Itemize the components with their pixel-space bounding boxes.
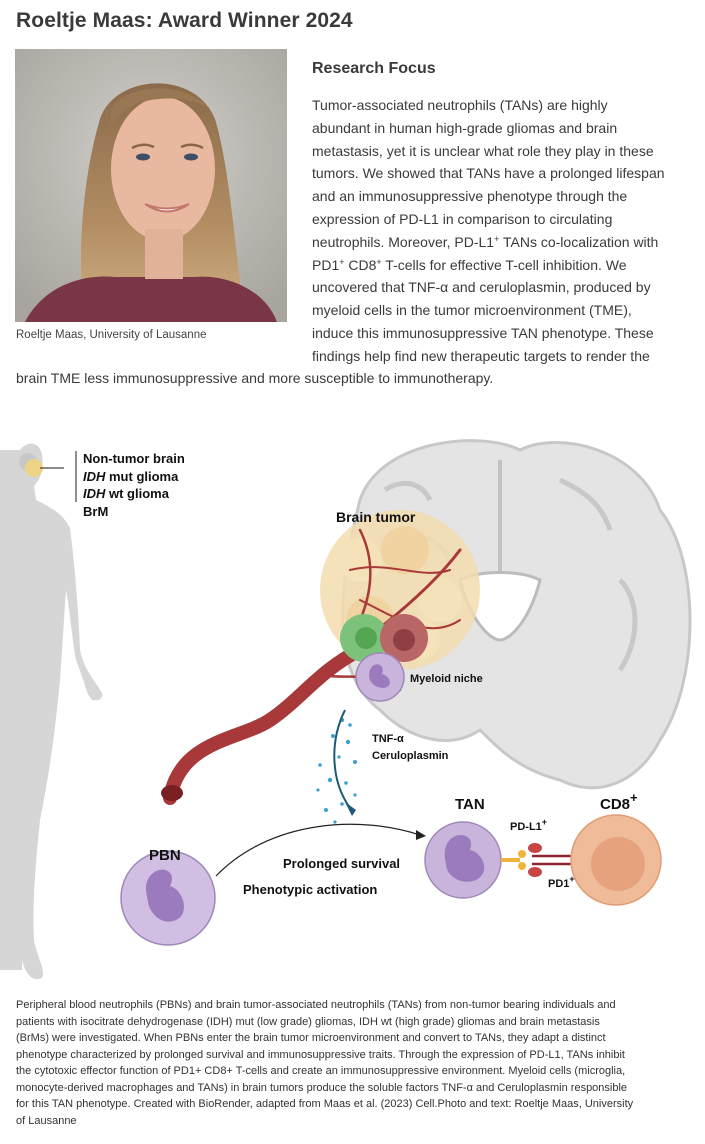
caption-line: phenotype characterized by prolonged sur… (16, 1048, 625, 1061)
legend-item: BrM (83, 503, 109, 519)
text-fragment: PD1 (312, 256, 340, 273)
label-pdl1: PD-L1+ (510, 818, 547, 834)
text-line: and an immunosuppressive phenotype throu… (312, 188, 628, 205)
superscript: + (376, 256, 382, 267)
text-line: PD1+ CD8+ T-cells for effective T-cell i… (312, 254, 697, 277)
legend-text: wt glioma (105, 486, 169, 501)
cd8-tcell (570, 814, 662, 906)
label-cd8: CD8+ (600, 791, 638, 813)
conversion-arrow (215, 823, 421, 877)
vessel-opening (161, 785, 183, 801)
pd1-receptor (528, 843, 575, 877)
legend-text: mut glioma (105, 468, 179, 484)
research-focus-text: Tumor-associated neutrophils (TANs) are … (312, 94, 697, 368)
figure-illustration (0, 439, 692, 980)
human-silhouette (0, 443, 103, 980)
text-line: neutrophils. Moreover, PD-L1+ TANs co-lo… (312, 231, 697, 254)
label-text: PD-L1 (510, 821, 542, 833)
superscript: + (494, 233, 500, 244)
label-prolonged-survival: Prolonged survival (283, 856, 401, 871)
caption-line: the cytotoxic effector function of PD1+ … (16, 1065, 626, 1077)
label-pbn: PBN (149, 847, 181, 864)
text-line: expression of PD-L1 in comparison to cir… (312, 210, 613, 227)
photo-caption: Roeltje Maas, University of Lausanne (16, 329, 207, 341)
text-fragment: CD8 (344, 256, 377, 273)
tan-cell (424, 821, 502, 899)
label-ceruloplasmin: Ceruloplasmin (372, 750, 449, 762)
secretion-arrow (333, 709, 351, 809)
label-text: PD1 (548, 878, 570, 890)
text-line: myeloid cells in the tumor microenvironm… (312, 302, 632, 319)
superscript: + (569, 874, 575, 884)
label-myeloid-niche: Myeloid niche (410, 673, 483, 685)
text-line: metastasis, yet it is unclear what role … (312, 142, 654, 159)
label-phenotypic-activation: Phenotypic activation (243, 882, 378, 897)
text-fragment: TANs co-localization with (499, 233, 659, 250)
text-fragment: neutrophils. Moreover, PD-L1 (312, 233, 495, 250)
text-line: abundant in human high-grade gliomas and… (312, 119, 618, 136)
caption-line: patients with isocitrate dehydrogenase (… (16, 1015, 600, 1028)
pbn-cell (120, 850, 216, 946)
caption-line: (BrMs) were investigated. When PBNs ente… (16, 1032, 606, 1044)
microglia-cell (340, 614, 388, 662)
portrait-photo (15, 49, 287, 322)
superscript: + (630, 790, 638, 805)
label-tan: TAN (455, 796, 485, 813)
arrow-head (416, 830, 426, 840)
legend-item: IDH mut glioma (83, 468, 185, 486)
tissue-type-legend: Non-tumor brain IDH mut glioma IDH wt gl… (83, 450, 185, 520)
arrow-head (345, 802, 356, 816)
macrophage-cell (380, 614, 428, 662)
text-fragment: T-cells for effective T-cell inhibition.… (381, 256, 627, 273)
legend-item: IDH wt glioma (83, 485, 185, 503)
gene-name: IDH (83, 486, 106, 501)
label-brain-tumor: Brain tumor (336, 509, 416, 525)
myeloid-neutrophil (355, 652, 405, 702)
page-title: Roeltje Maas: Award Winner 2024 (16, 9, 353, 32)
cytokine-dots (316, 717, 357, 824)
superscript: + (339, 256, 345, 267)
label-text: CD8 (600, 796, 631, 813)
text-line: uncovered that TNF-α and ceruloplasmin, … (312, 279, 651, 296)
caption-line: Peripheral blood neutrophils (PBNs) and … (16, 999, 616, 1011)
label-tnf-alpha: TNF-α (372, 733, 404, 745)
pdl1-receptor (501, 850, 526, 870)
caption-line: monocyte-derived macrophages and TANs) i… (16, 1081, 628, 1094)
gene-name: IDH (83, 468, 106, 484)
superscript: + (541, 817, 548, 827)
text-line: tumors. We showed that TANs have a prolo… (312, 165, 665, 182)
text-line: induce this immunosuppressive TAN phenot… (312, 324, 654, 341)
legend-item: Non-tumor brain (83, 451, 185, 466)
caption-line: of Lausanne (16, 1114, 77, 1127)
label-pd1: PD1+ (548, 875, 575, 891)
portrait-image (15, 49, 287, 322)
section-heading: Research Focus (312, 60, 436, 77)
text-line: Tumor-associated neutrophils (TANs) are … (312, 97, 608, 113)
research-figure: Non-tumor brain IDH mut glioma IDH wt gl… (0, 420, 705, 990)
text-line: findings help find new therapeutic targe… (312, 347, 650, 364)
figure-caption: Peripheral blood neutrophils (PBNs) and … (16, 997, 696, 1129)
text-line: brain TME less immunosuppressive and mor… (16, 370, 494, 386)
caption-line: for this TAN phenotype. Created with Bio… (16, 1098, 634, 1110)
head-brain-icon (19, 453, 43, 477)
